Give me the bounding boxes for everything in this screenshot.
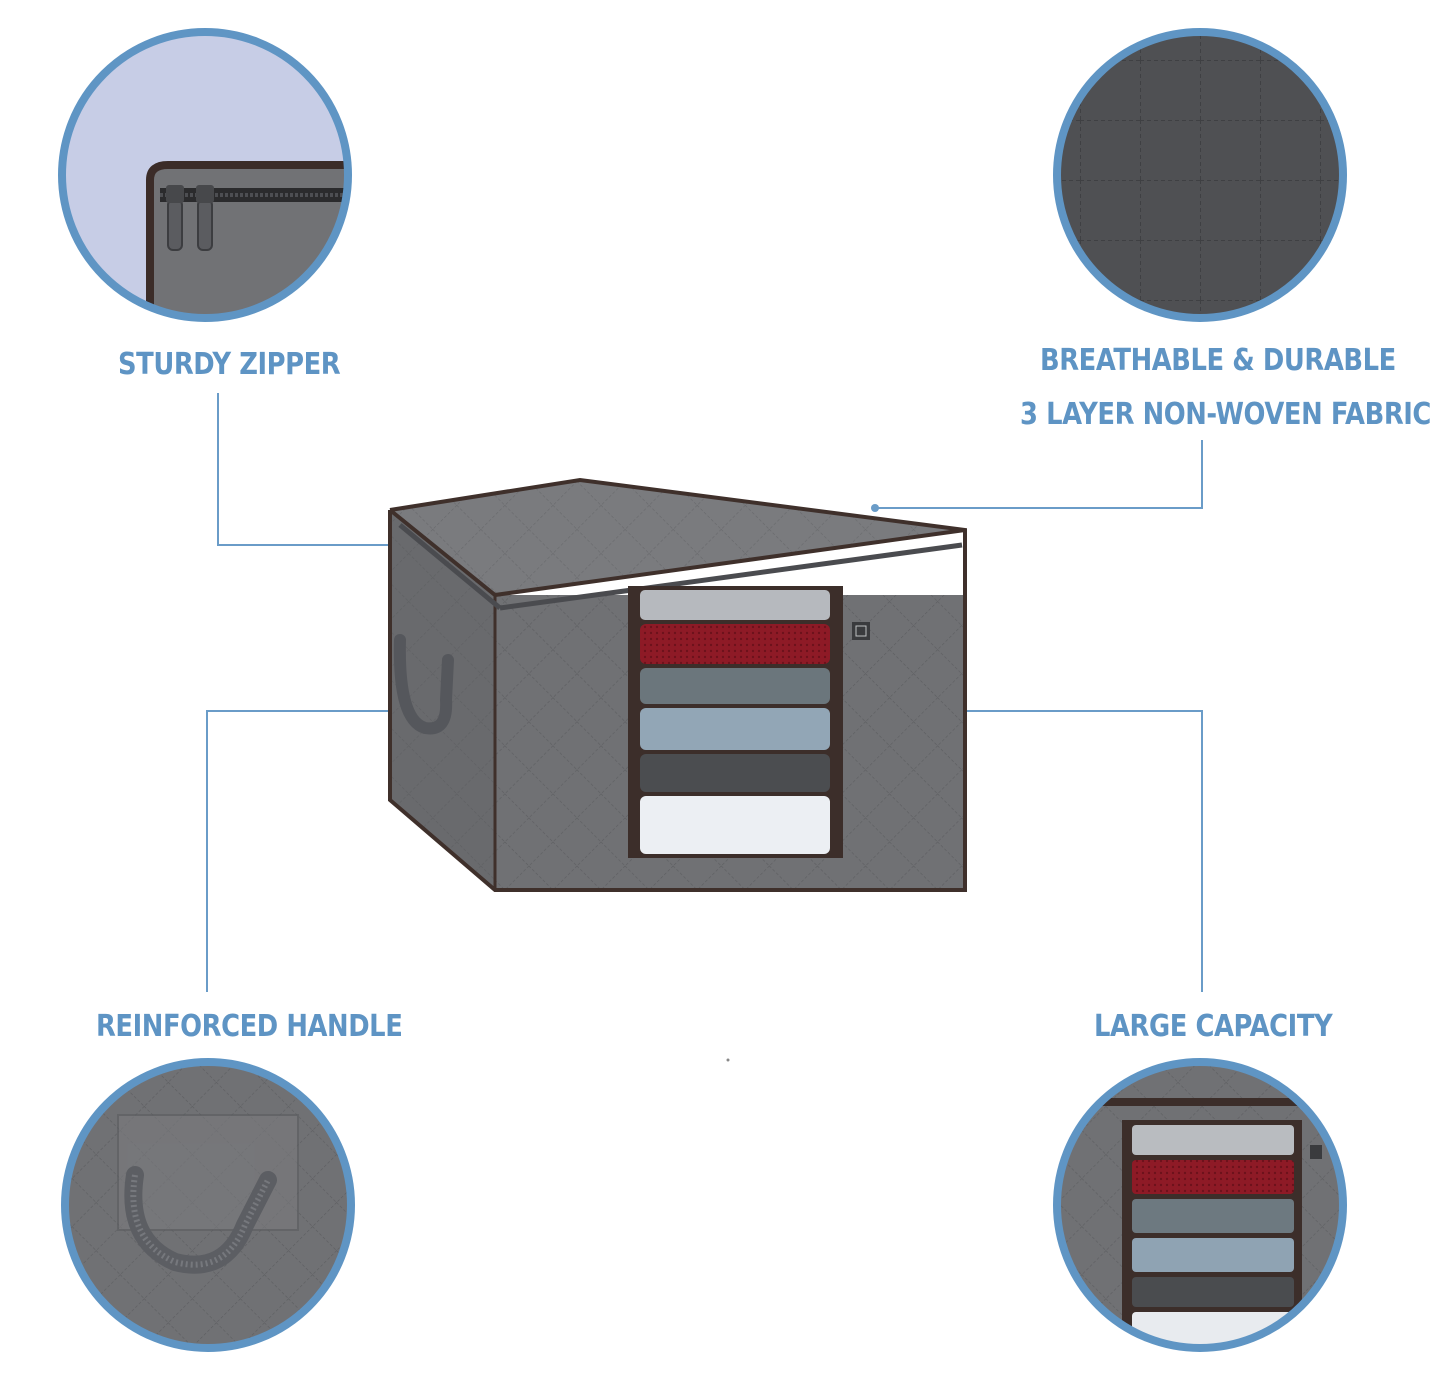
feature-label-fabric-line2: 3 LAYER NON-WOVEN FABRIC xyxy=(1020,397,1431,432)
feature-label-handle: REINFORCED HANDLE xyxy=(96,1009,403,1044)
feature-label-fabric-line1: BREATHABLE & DURABLE xyxy=(1040,343,1396,378)
zipper-detail-icon xyxy=(58,28,352,322)
callout-line-handle xyxy=(206,710,438,992)
feature-label-zipper: STURDY ZIPPER xyxy=(118,347,341,382)
fabric-detail-icon xyxy=(1053,28,1347,322)
handle-detail-icon xyxy=(61,1058,355,1352)
storage-box xyxy=(388,477,967,892)
callout-line-zipper xyxy=(217,393,395,546)
feature-label-capacity: LARGE CAPACITY xyxy=(1094,1009,1333,1044)
side-handle xyxy=(393,634,454,735)
capacity-detail-icon xyxy=(1053,1058,1347,1352)
callout-line-fabric xyxy=(875,440,1203,509)
brand-tag-icon xyxy=(852,622,870,640)
product-scene xyxy=(58,28,1347,1352)
